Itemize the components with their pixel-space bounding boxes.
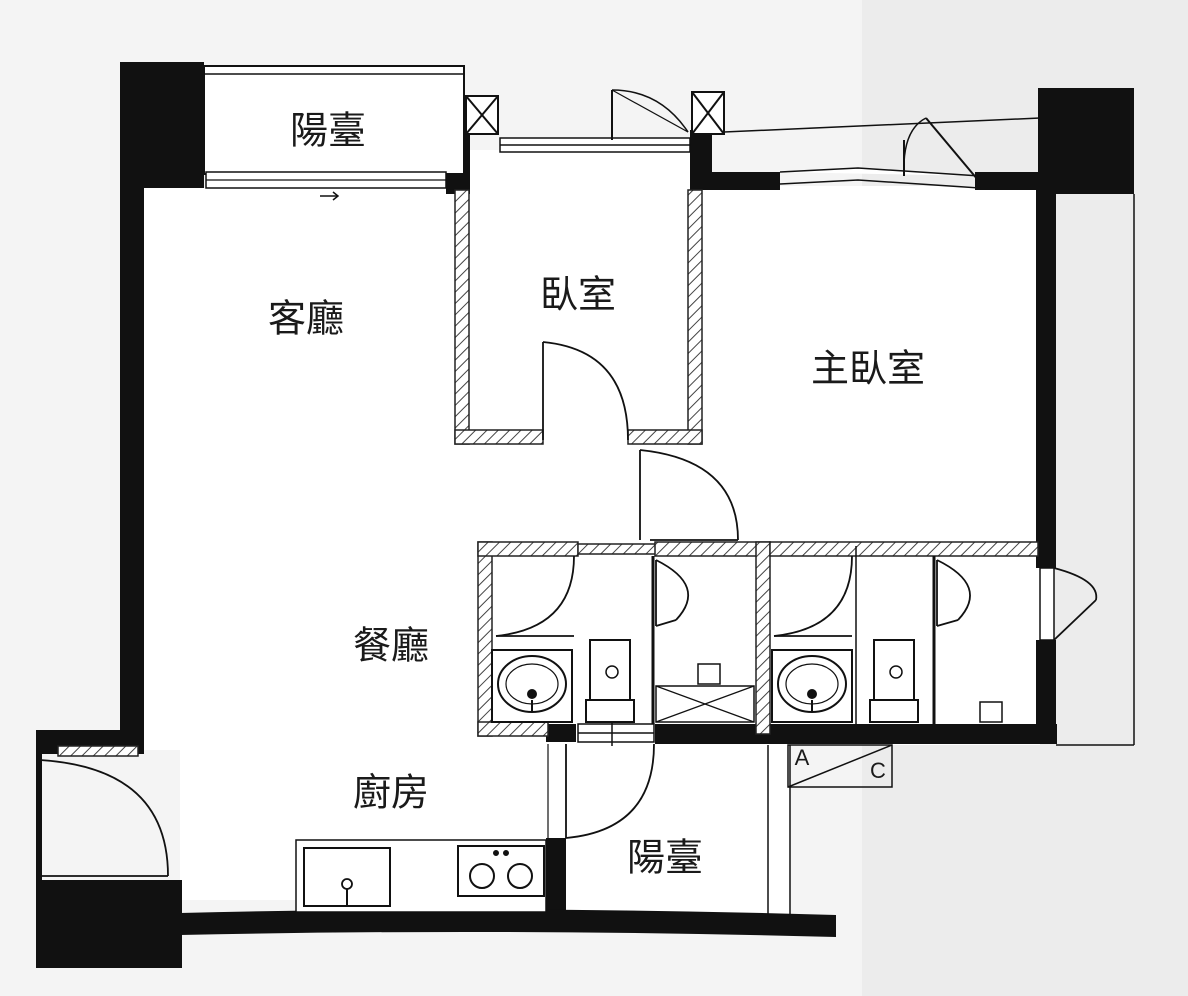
master-window xyxy=(723,117,1041,189)
label-balcony-top: 陽臺 xyxy=(290,109,366,153)
partition-bath1-bottom xyxy=(477,721,549,737)
bath1-toilet-bowl xyxy=(585,699,635,723)
partition-bath-middle xyxy=(755,541,771,735)
east-door-frame xyxy=(1039,567,1055,641)
bath-vent xyxy=(577,720,655,746)
wall-west xyxy=(120,62,144,752)
wall-master-top-left xyxy=(690,172,780,190)
shower1-faucet xyxy=(697,663,721,685)
bath2-door-arc xyxy=(773,555,853,637)
bedroom-window xyxy=(499,89,691,153)
wall-ne-column xyxy=(1038,88,1134,194)
partition-entry-top xyxy=(57,745,139,757)
wall-kitchen-balcony-divider xyxy=(546,838,566,918)
partition-bath1-top-right xyxy=(654,541,771,557)
east-door-arc xyxy=(1053,567,1098,601)
partition-bedroom-west xyxy=(454,189,470,445)
partition-bedroom-south-right xyxy=(627,429,703,445)
wall-master-top-right xyxy=(975,172,1045,190)
label-master-bedroom: 主臥室 xyxy=(811,347,925,391)
balcony-top-outline xyxy=(203,65,465,175)
label-balcony-bottom: 陽臺 xyxy=(627,836,703,880)
fixtures xyxy=(295,639,1003,913)
floor-area xyxy=(140,150,1040,915)
master-door-arc xyxy=(639,449,739,541)
label-mark-a: A xyxy=(795,745,810,770)
doors xyxy=(39,341,1098,877)
ac-marker-box xyxy=(787,744,893,788)
stove-burner-right-icon xyxy=(507,863,533,889)
shower2-faucet xyxy=(979,701,1003,723)
master-window-door-arc xyxy=(903,117,927,177)
partition-bath1-top-left xyxy=(477,541,579,557)
thin-walls xyxy=(651,546,936,724)
balcony-top xyxy=(203,65,465,201)
balcony-bottom xyxy=(767,745,791,915)
wall-bath-bottom-left xyxy=(546,724,576,742)
balcony-door-arc xyxy=(565,743,655,839)
label-bedroom: 臥室 xyxy=(540,273,616,317)
bedroom-window-door-arc xyxy=(611,89,689,133)
wall-east-lower xyxy=(1036,640,1056,744)
partition-bedroom-south-left xyxy=(454,429,544,445)
label-dining-room: 餐廳 xyxy=(353,624,429,668)
wall-east-upper xyxy=(1036,188,1056,568)
shower1-door-arc xyxy=(655,559,690,621)
master-balcony-rail xyxy=(723,117,1041,133)
room-labels: 陽臺 臥室 客廳 主臥室 餐廳 廚房 陽臺 A C xyxy=(268,109,925,880)
partition-bath2-top xyxy=(769,541,1039,557)
wall-sw-column xyxy=(36,880,182,968)
stove-burner-left-icon xyxy=(469,863,495,889)
bath1-door-arc xyxy=(495,555,575,637)
walls xyxy=(36,62,1134,968)
bedroom-door-arc xyxy=(542,341,629,441)
partition-bath1-west xyxy=(477,541,493,737)
partition-bedroom-east xyxy=(687,189,703,445)
wall-bath-bottom xyxy=(655,724,1057,744)
shower2-door-arc xyxy=(936,559,971,621)
label-living-room: 客廳 xyxy=(268,297,344,341)
label-kitchen: 廚房 xyxy=(353,771,429,815)
label-mark-c: C xyxy=(870,758,886,783)
wall-entry-west xyxy=(36,730,42,880)
bath2-toilet-bowl xyxy=(869,699,919,723)
window-boxes xyxy=(465,91,725,135)
ac-marker xyxy=(787,744,893,788)
wall-south-curved xyxy=(180,909,836,937)
entry-door-arc xyxy=(39,759,169,877)
partitions xyxy=(57,189,1039,757)
